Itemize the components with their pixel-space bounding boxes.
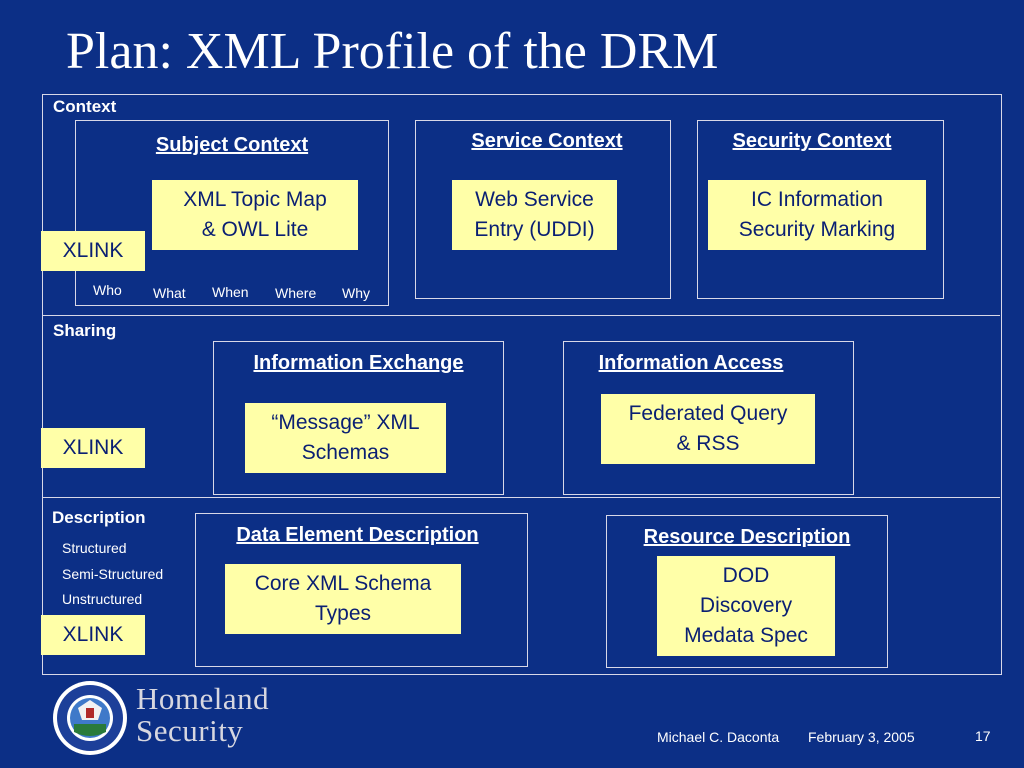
subject-context-title: Subject Context — [155, 134, 309, 156]
resource-description-box — [606, 515, 888, 668]
section-label-context: Context — [53, 97, 117, 116]
information-exchange-title: Information Exchange — [253, 352, 464, 374]
description-kind-structured: Structured — [62, 540, 127, 556]
dimension-when: When — [212, 284, 249, 300]
separator-context-sharing — [42, 315, 1000, 316]
dimension-what: What — [153, 285, 186, 301]
resource-description-title: Resource Description — [643, 526, 851, 548]
information-access-box — [563, 341, 854, 495]
description-kind-unstructured: Unstructured — [62, 591, 143, 607]
dimension-who: Who — [93, 282, 122, 298]
subject-context-box — [75, 120, 389, 306]
description-kind-semi-structured: Semi-Structured — [62, 566, 164, 582]
subject-context-note: XML Topic Map& OWL Lite — [152, 180, 358, 250]
logo-word-security: Security — [136, 713, 244, 748]
footer-author: Michael C. Daconta — [657, 729, 780, 745]
xlink-context: XLINK — [41, 231, 145, 271]
footer-date: February 3, 2005 — [808, 729, 915, 745]
logo-word-homeland: Homeland — [136, 681, 270, 716]
data-element-description-title: Data Element Description — [236, 524, 479, 546]
dimension-why: Why — [342, 285, 370, 301]
service-context-box — [415, 120, 671, 299]
slide-title: Plan: XML Profile of the DRM — [66, 23, 719, 80]
dimension-where: Where — [275, 285, 317, 301]
section-label-description: Description — [52, 508, 146, 527]
section-label-sharing: Sharing — [53, 321, 117, 340]
dhs-seal-icon — [52, 680, 128, 756]
page-number: 17 — [975, 728, 991, 744]
security-context-box — [697, 120, 944, 299]
xlink-description: XLINK — [41, 615, 145, 655]
information-access-note: Federated Query& RSS — [601, 394, 815, 464]
service-context-title: Service Context — [471, 130, 623, 152]
security-context-title: Security Context — [732, 130, 892, 152]
information-access-title: Information Access — [598, 352, 784, 374]
xlink-sharing: XLINK — [41, 428, 145, 468]
data-element-description-box — [195, 513, 528, 667]
information-exchange-box — [213, 341, 504, 495]
outer-frame — [42, 94, 1002, 675]
separator-sharing-description — [42, 497, 1000, 498]
